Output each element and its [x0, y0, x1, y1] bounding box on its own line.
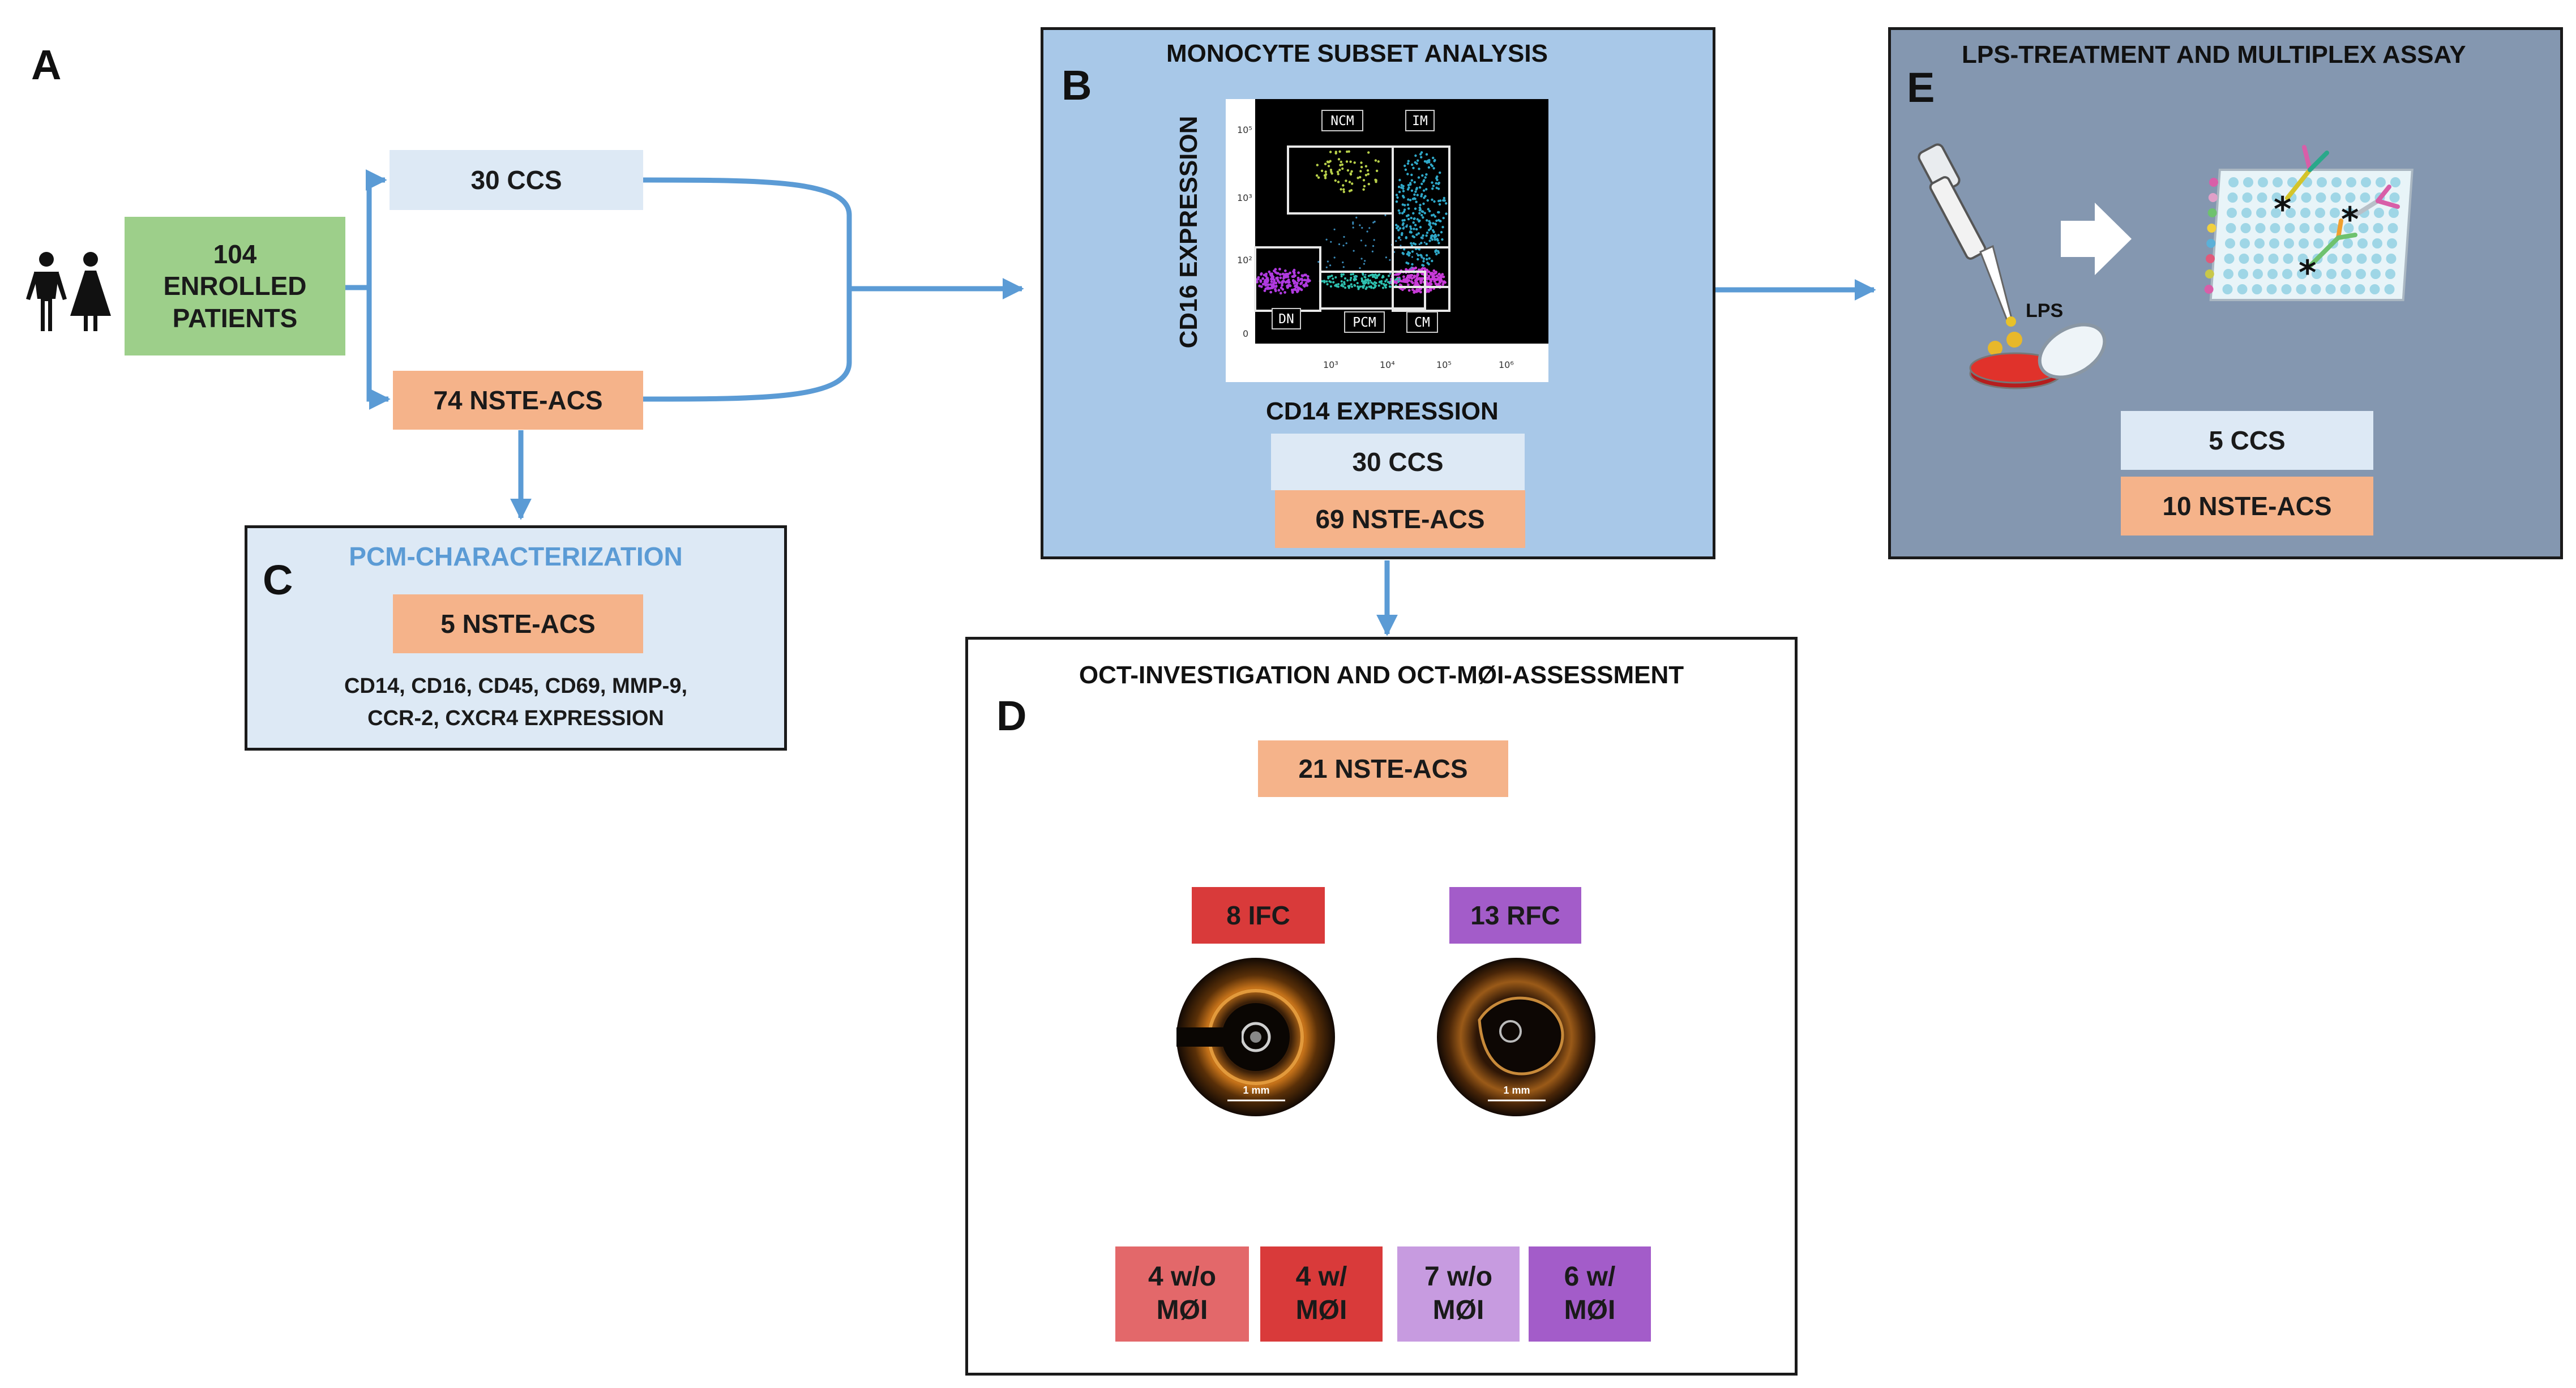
gate-pcm — [1319, 271, 1426, 310]
rfc-without-count: 7 w/o — [1424, 1262, 1493, 1292]
ifc-box: 8 IFC — [1192, 887, 1325, 944]
acs-box-c: 5 NSTE-ACS — [393, 594, 643, 653]
svg-text:*: * — [2299, 253, 2316, 293]
droplet-icon — [2006, 316, 2016, 327]
pipette-icon — [1918, 143, 2014, 325]
enrolled-count: 104 — [213, 239, 257, 269]
scale-label-rfc: 1 mm — [1503, 1085, 1530, 1096]
enrolled-label-1: ENROLLED — [163, 271, 307, 301]
acs-box-b: 69 NSTE-ACS — [1275, 490, 1525, 548]
marker-list-line-1: CD14, CD16, CD45, CD69, MMP-9, — [344, 674, 688, 698]
panel-c-title: PCM-CHARACTERIZATION — [349, 542, 683, 571]
acs-box-e: 10 NSTE-ACS — [2121, 477, 2373, 536]
arrow-to-ccs — [365, 169, 387, 288]
cd16-axis-text: CD16 EXPRESSION — [1175, 115, 1203, 349]
svg-text:*: * — [2341, 200, 2359, 239]
marker-list-line-2: CCR-2, CXCR4 EXPRESSION — [367, 706, 664, 730]
svg-text:10³: 10³ — [1237, 192, 1252, 203]
acs-label-a: 74 NSTE-ACS — [433, 385, 603, 415]
ccs-box-b: 30 CCS — [1271, 434, 1525, 490]
ccs-label-e: 5 CCS — [2209, 425, 2286, 455]
panel-c-letter: C — [263, 556, 293, 603]
ifc-without-count: 4 w/o — [1148, 1262, 1217, 1292]
rfc-with-count: 6 w/ — [1564, 1262, 1616, 1292]
rfc-without-moi-box: 7 w/o MØI — [1397, 1246, 1520, 1342]
ccs-box-a: 30 CCS — [390, 150, 643, 210]
ifc-without-label: MØI — [1156, 1295, 1208, 1325]
multiplex-plate-icon: * * * — [2204, 145, 2414, 301]
svg-text:10²: 10² — [1237, 255, 1252, 265]
flow-cytometry-plot: NCM IM DN PCM CM 10⁵ 10³ 10² 0 10³ 10⁴ 10⁵ 10⁶ — [1226, 99, 1548, 382]
gate-label-cm: CM — [1414, 315, 1430, 330]
oct-image-rfc: 1 mm — [1437, 958, 1595, 1116]
ifc-with-label: MØI — [1295, 1295, 1347, 1325]
lps-treatment-illustration: LPS * * * — [1918, 143, 2414, 389]
rfc-without-label: MØI — [1432, 1295, 1484, 1325]
panel-e-letter: E — [1907, 64, 1935, 111]
ifc-without-moi-box: 4 w/o MØI — [1115, 1246, 1249, 1342]
acs-label-b: 69 NSTE-ACS — [1315, 504, 1485, 534]
gate-label-im: IM — [1412, 114, 1428, 128]
rfc-with-moi-box: 6 w/ MØI — [1529, 1246, 1651, 1342]
panel-e-title: LPS-TREATMENT AND MULTIPLEX ASSAY — [1962, 41, 2466, 68]
ccs-box-e: 5 CCS — [2121, 411, 2373, 470]
panel-d-title: OCT-INVESTIGATION AND OCT-MØI-ASSESSMENT — [1079, 661, 1684, 689]
rfc-label: 13 RFC — [1470, 900, 1560, 930]
panel-b-letter: B — [1062, 62, 1092, 109]
svg-text:0: 0 — [1243, 328, 1248, 339]
acs-box-d: 21 NSTE-ACS — [1258, 740, 1508, 797]
ccs-label-b: 30 CCS — [1352, 447, 1444, 477]
gate-label-ncm: NCM — [1330, 114, 1354, 128]
enrolled-label-2: PATIENTS — [172, 303, 298, 333]
marker-list: CD14, CD16, CD45, CD69, MMP-9, CCR-2, CX… — [245, 670, 787, 735]
svg-text:10⁶: 10⁶ — [1499, 359, 1514, 370]
acs-label-e: 10 NSTE-ACS — [2162, 491, 2332, 521]
svg-text:10⁴: 10⁴ — [1380, 359, 1395, 370]
svg-text:*: * — [2274, 190, 2291, 229]
svg-text:10⁵: 10⁵ — [1436, 359, 1452, 370]
panel-d-letter: D — [996, 692, 1027, 739]
acs-label-c: 5 NSTE-ACS — [440, 609, 596, 639]
petri-dish-icon — [1969, 323, 2107, 389]
acs-label-d: 21 NSTE-ACS — [1298, 753, 1468, 783]
arrow-merge-bracket — [643, 177, 852, 402]
gate-label-dn: DN — [1278, 312, 1294, 327]
patients-icon — [26, 252, 111, 331]
svg-text:10³: 10³ — [1323, 359, 1338, 370]
enrolled-patients-box: 104 ENROLLED PATIENTS — [125, 217, 345, 355]
scale-label-ifc: 1 mm — [1243, 1085, 1269, 1096]
process-arrow-icon — [2061, 203, 2132, 275]
svg-text:10⁵: 10⁵ — [1237, 125, 1252, 135]
ifc-with-moi-box: 4 w/ MØI — [1260, 1246, 1383, 1342]
gate-im — [1392, 145, 1450, 288]
ifc-label: 8 IFC — [1226, 900, 1290, 930]
ccs-label-a: 30 CCS — [470, 165, 562, 195]
rfc-box: 13 RFC — [1449, 887, 1581, 944]
arrow-to-acs — [366, 288, 391, 410]
oct-image-ifc: 1 mm — [1176, 958, 1335, 1116]
acs-box-a: 74 NSTE-ACS — [393, 371, 643, 430]
ifc-with-count: 4 w/ — [1295, 1262, 1347, 1292]
cd14-axis-label: CD14 EXPRESSION — [1266, 397, 1499, 425]
gate-label-pcm: PCM — [1353, 315, 1376, 330]
panel-b-title: MONOCYTE SUBSET ANALYSIS — [1166, 40, 1548, 67]
panel-a-letter: A — [31, 41, 62, 88]
gate-cm — [1392, 246, 1450, 312]
lps-label: LPS — [2026, 300, 2063, 322]
rfc-with-label: MØI — [1564, 1295, 1616, 1325]
